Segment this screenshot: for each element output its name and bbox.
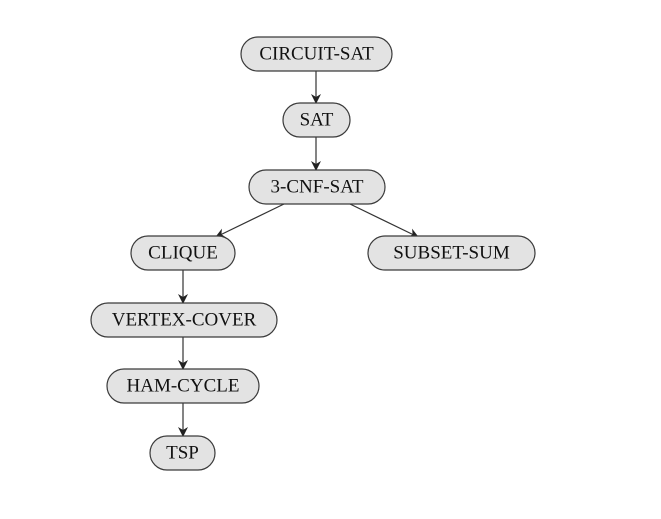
edge-3-cnf-sat-to-subset-sum	[349, 203, 419, 238]
node-vertex-cover: VERTEX-COVER	[90, 302, 278, 338]
node-ham-cycle: HAM-CYCLE	[106, 368, 260, 404]
node-label: TSP	[166, 443, 199, 464]
node-subset-sum: SUBSET-SUM	[367, 235, 536, 271]
node-label: CLIQUE	[148, 243, 218, 264]
node-tsp: TSP	[149, 435, 216, 471]
node-label: CIRCUIT-SAT	[259, 44, 374, 65]
node-3-cnf-sat: 3-CNF-SAT	[248, 169, 386, 205]
node-label: SAT	[300, 110, 334, 131]
node-label: 3-CNF-SAT	[271, 177, 364, 198]
node-circuit-sat: CIRCUIT-SAT	[240, 36, 393, 72]
node-label: SUBSET-SUM	[393, 243, 510, 264]
edge-3-cnf-sat-to-clique	[215, 203, 285, 238]
node-label: VERTEX-COVER	[112, 310, 257, 331]
node-sat: SAT	[282, 102, 351, 138]
node-clique: CLIQUE	[130, 235, 236, 271]
node-label: HAM-CYCLE	[127, 376, 240, 397]
